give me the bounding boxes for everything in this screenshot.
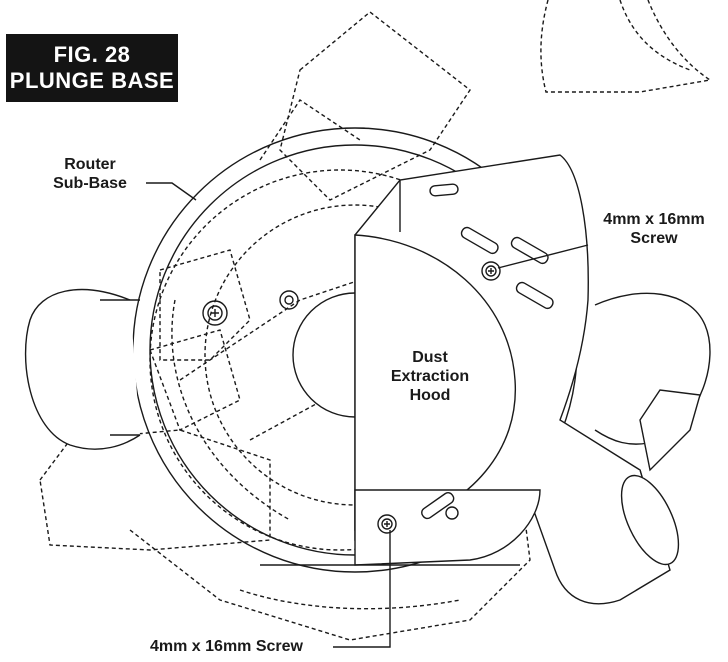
hood-slot-3	[515, 281, 554, 310]
alignment-ring-inner	[284, 295, 294, 305]
handle-phantom	[159, 249, 251, 361]
bottom-plate-slot	[421, 492, 455, 520]
figure-number: FIG. 28	[53, 42, 131, 67]
hood-slot-1	[460, 226, 499, 255]
label-bottom-screw: 4mm x 16mm Screw	[150, 638, 303, 655]
leader-top-screw	[497, 244, 589, 269]
right-handle-slot	[639, 389, 701, 472]
left-screw-cross	[211, 309, 219, 317]
figure-badge: FIG. 28 PLUNGE BASE	[6, 34, 178, 102]
top-screw-inner	[485, 265, 497, 277]
left-handle	[24, 288, 141, 450]
dust-port-opening	[620, 474, 680, 566]
label-dust-extraction-hood: Dust Extraction Hood	[390, 349, 470, 404]
hood-slot-top	[429, 183, 459, 197]
top-right-phantom	[540, 0, 712, 93]
figure-title: PLUNGE BASE	[9, 68, 175, 93]
top-screw-outer	[481, 261, 501, 281]
left-screw-inner	[207, 305, 223, 321]
top-screw-cross	[488, 268, 494, 274]
arc-phantom-left	[171, 299, 291, 521]
top-right-phantom-inner	[619, 0, 691, 71]
alignment-ring-outer	[279, 290, 299, 310]
leader-bottom-screw	[333, 530, 391, 648]
top-plate-phantom-2	[259, 99, 361, 161]
top-plate-phantom	[279, 11, 471, 201]
bottom-screw-inner	[381, 518, 393, 530]
bottom-plate-hole	[445, 506, 459, 520]
leader-sub-base	[146, 182, 197, 201]
bottom-arc-phantom	[239, 589, 461, 610]
handle-phantom-2	[149, 329, 241, 431]
label-router-sub-base: Router Sub-Base	[53, 156, 127, 192]
label-top-screw: 4mm x 16mm Screw	[603, 211, 705, 247]
bottom-left-phantom	[39, 429, 271, 551]
hood-slot-2	[510, 236, 549, 265]
bottom-plate-phantom	[129, 479, 531, 641]
left-screw-outer	[202, 300, 228, 326]
bottom-screw-outer	[377, 514, 397, 534]
bottom-screw-cross	[384, 521, 390, 527]
bottom-plate	[354, 489, 541, 566]
